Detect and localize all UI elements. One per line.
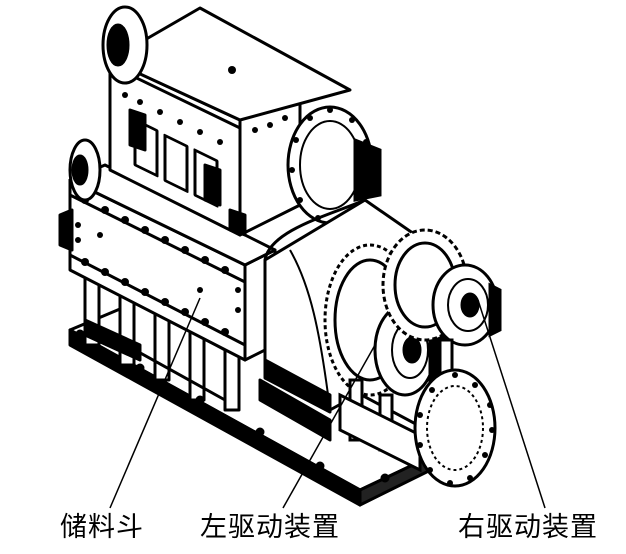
callout-lines — [109, 297, 546, 509]
upper-right-disc — [286, 105, 382, 225]
left-drive-leader-line — [282, 344, 376, 509]
left-drive-label: 左驱动装置 — [200, 512, 340, 543]
hopper-upper-bolts — [122, 66, 288, 145]
hopper-upper — [108, 6, 352, 237]
hopper-leader-line — [109, 297, 201, 509]
hopper-label: 储料斗 — [60, 512, 144, 543]
right-drive-assembly — [381, 228, 502, 397]
lower-right-disc — [413, 368, 497, 488]
left-flange-discs — [68, 5, 149, 202]
right-drive-leader-line — [477, 299, 546, 509]
right-drive-label: 右驱动装置 — [458, 512, 598, 543]
